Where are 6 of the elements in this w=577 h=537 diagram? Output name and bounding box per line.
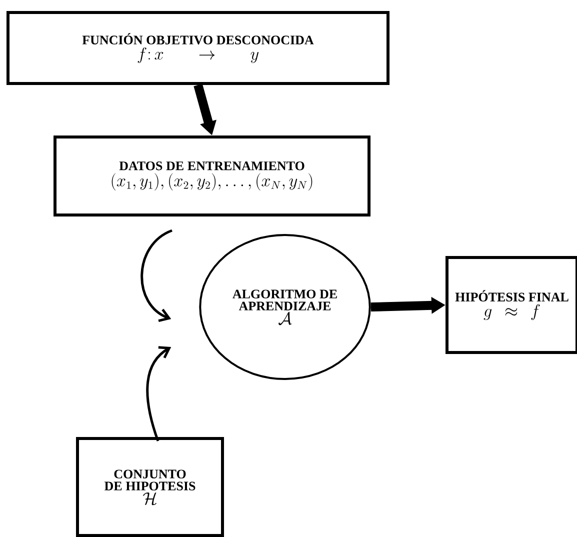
process-box: CONJUNTO DE HIPOTESIS $\mathcal{H}$ [76,437,224,537]
process-box: HIPÓTESIS FINAL $g \approx f$ [446,256,577,354]
process-box: DATOS DE ENTRENAMIENTO $(x_1,y_1),(x_2,y_2),\ldots,(x_N,y_N)$ [54,136,370,216]
process-box: FUNCIÓN OBJETIVO DESCONOCIDA $f\colon x \rightarrow y$ [6,11,390,85]
curved-arrow [140,229,173,322]
curved-arrow [146,346,172,442]
